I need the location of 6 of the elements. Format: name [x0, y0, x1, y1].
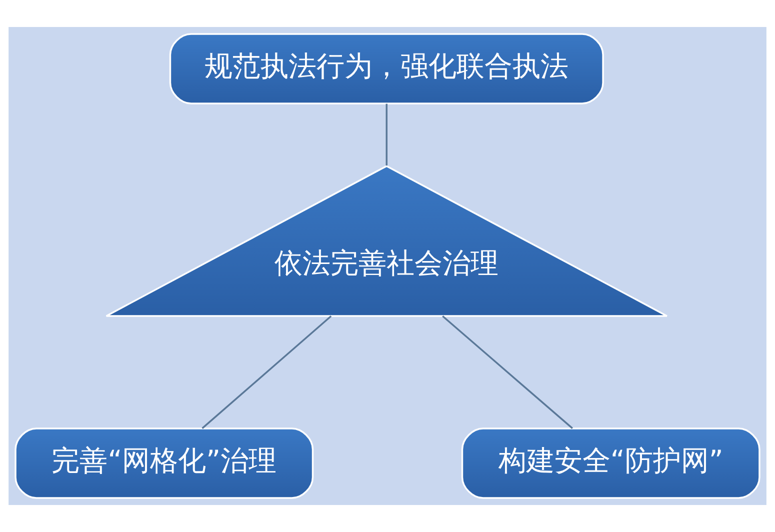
node-box: 构建安全“防护网” [461, 428, 760, 499]
connector [386, 104, 388, 166]
node-box: 规范执法行为，强化联合执法 [169, 33, 604, 104]
node-box: 完善“网格化”治理 [14, 428, 314, 499]
connector [442, 315, 573, 429]
connector [202, 315, 332, 429]
